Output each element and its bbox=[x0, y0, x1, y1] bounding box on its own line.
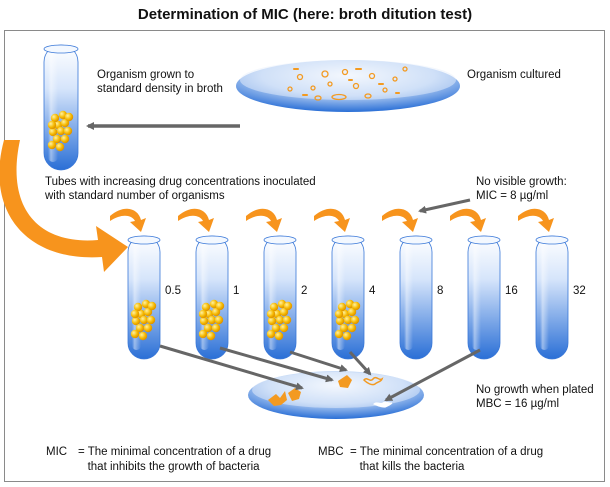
dilution-tubes bbox=[127, 235, 569, 360]
culture-dish bbox=[236, 60, 460, 112]
plated-dish bbox=[248, 371, 424, 419]
small-orange-arrows bbox=[110, 208, 554, 232]
big-orange-arrow bbox=[0, 140, 128, 272]
mic-definition: = The minimal concentration of a drug th… bbox=[78, 446, 272, 473]
diagram-title: Determination of MIC (here: broth dituti… bbox=[137, 6, 473, 23]
test-tube bbox=[331, 235, 365, 360]
source-tube bbox=[43, 44, 79, 171]
grown-label: Organism grown to standard density in br… bbox=[97, 69, 223, 95]
test-tube bbox=[263, 235, 297, 360]
mic-result-label: No visible growth: MIC = 8 µg/ml bbox=[476, 176, 567, 202]
test-tube bbox=[399, 235, 433, 360]
small-arrow bbox=[178, 208, 214, 232]
inoculated-label: Tubes with increasing drug concentration… bbox=[45, 176, 316, 202]
concentration-label: 0.5 bbox=[165, 285, 181, 297]
test-tube bbox=[195, 235, 229, 360]
concentration-label: 2 bbox=[301, 285, 308, 297]
mbc-result-label: No growth when plated MBC = 16 µg/ml bbox=[476, 384, 594, 410]
small-arrow bbox=[314, 208, 350, 232]
mic-pointer-arrow bbox=[418, 198, 471, 214]
concentration-label: 32 bbox=[573, 285, 586, 297]
mbc-definition: = The minimal concentration of a drug th… bbox=[350, 446, 544, 473]
small-arrow bbox=[382, 208, 418, 232]
concentration-label: 4 bbox=[369, 285, 376, 297]
small-arrow bbox=[246, 208, 282, 232]
diagram-frame bbox=[4, 30, 605, 482]
small-arrow bbox=[110, 208, 146, 232]
small-arrow bbox=[450, 208, 486, 232]
test-tube bbox=[467, 235, 501, 360]
concentration-label: 1 bbox=[233, 285, 240, 297]
cultured-label: Organism cultured bbox=[467, 69, 561, 81]
concentration-label: 16 bbox=[505, 285, 518, 297]
concentration-label: 8 bbox=[437, 285, 444, 297]
small-arrow bbox=[518, 208, 554, 232]
mic-term: MIC bbox=[46, 446, 68, 458]
plating-arrows bbox=[159, 344, 481, 402]
test-tube bbox=[127, 235, 161, 360]
mbc-term: MBC bbox=[318, 446, 344, 458]
test-tube bbox=[535, 235, 569, 360]
